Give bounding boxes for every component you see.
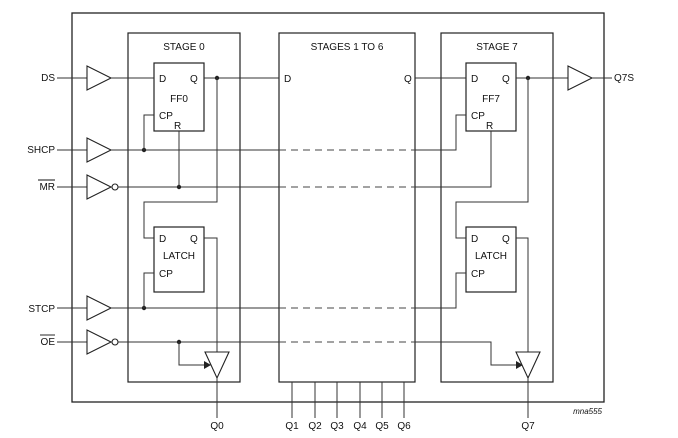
stage7-title: STAGE 7 bbox=[476, 42, 518, 53]
latch7-q-wire bbox=[516, 237, 529, 352]
input-mr-label: MR bbox=[39, 182, 55, 193]
stages-1-6-box bbox=[278, 32, 416, 383]
output-q2-label: Q2 bbox=[308, 421, 322, 432]
ff7-pin-d: D bbox=[471, 74, 478, 85]
oe-inverter-icon bbox=[86, 329, 113, 355]
ff0-block bbox=[153, 62, 205, 132]
ff0-pin-r: R bbox=[174, 121, 181, 132]
oe-to-tristate0-wire bbox=[178, 342, 204, 366]
output-q1-label: Q1 bbox=[285, 421, 299, 432]
oe-to-tristate7-wire bbox=[415, 341, 516, 366]
mr-inverter-icon bbox=[86, 174, 113, 200]
figure-id: mna555 bbox=[573, 407, 602, 416]
output-q6-label: Q6 bbox=[397, 421, 411, 432]
ff7-pin-r: R bbox=[486, 121, 493, 132]
shcp-to-ff7-cp-wire bbox=[415, 114, 466, 151]
latch0-pin-d: D bbox=[159, 234, 166, 245]
latch0-q-wire bbox=[204, 237, 218, 352]
chip-outline bbox=[71, 12, 605, 403]
oe-tristate0-arrow-icon bbox=[204, 361, 211, 369]
q7s-buffer-icon bbox=[567, 65, 594, 91]
latch7-pin-d: D bbox=[471, 234, 478, 245]
mr-to-ff7-r-wire bbox=[415, 131, 492, 188]
latch7-label: LATCH bbox=[475, 251, 507, 262]
stcp-to-latch7-cp-wire bbox=[415, 272, 466, 309]
stcp-buffer-icon bbox=[86, 295, 113, 321]
output-q4-label: Q4 bbox=[353, 421, 367, 432]
output-q3-label: Q3 bbox=[330, 421, 344, 432]
ff7-block bbox=[465, 62, 517, 132]
output-q7s-label: Q7S bbox=[614, 73, 634, 84]
ff0-label: FF0 bbox=[170, 94, 188, 105]
ff7-label: FF7 bbox=[482, 94, 500, 105]
output-q7-label: Q7 bbox=[521, 421, 535, 432]
oe-tristate7-arrow-icon bbox=[516, 361, 523, 369]
shcp-to-ff0-cp-wire bbox=[143, 114, 154, 150]
stages-1-6-title: STAGES 1 TO 6 bbox=[311, 42, 384, 53]
stages-mid-pin-q: Q bbox=[404, 74, 412, 85]
input-stcp-label: STCP bbox=[28, 304, 55, 315]
stages-mid-pin-d: D bbox=[284, 74, 291, 85]
latch0-block bbox=[153, 226, 205, 293]
output-q0-label: Q0 bbox=[210, 421, 224, 432]
output-q5-label: Q5 bbox=[375, 421, 389, 432]
ff7-pin-q: Q bbox=[502, 74, 510, 85]
ff7-q-to-latch7-wire bbox=[455, 78, 529, 239]
ff0-pin-q: Q bbox=[190, 74, 198, 85]
ff7-pin-cp: CP bbox=[471, 111, 485, 122]
ff0-pin-cp: CP bbox=[159, 111, 173, 122]
tristate7-buffer-icon bbox=[515, 351, 541, 380]
input-ds-label: DS bbox=[41, 73, 55, 84]
shcp-buffer-icon bbox=[86, 137, 113, 163]
latch7-pin-cp: CP bbox=[471, 269, 485, 280]
latch0-pin-q: Q bbox=[190, 234, 198, 245]
latch0-label: LATCH bbox=[163, 251, 195, 262]
stcp-to-latch0-cp-wire bbox=[143, 272, 154, 308]
ff0-q-to-latch0-wire bbox=[143, 78, 218, 239]
stage0-title: STAGE 0 bbox=[163, 42, 205, 53]
latch7-block bbox=[465, 226, 517, 293]
latch0-pin-cp: CP bbox=[159, 269, 173, 280]
ff0-pin-d: D bbox=[159, 74, 166, 85]
input-shcp-label: SHCP bbox=[27, 145, 55, 156]
mr-inversion-bubble-icon bbox=[111, 183, 119, 191]
tristate0-buffer-icon bbox=[204, 351, 230, 380]
ds-buffer-icon bbox=[86, 65, 113, 91]
latch7-pin-q: Q bbox=[502, 234, 510, 245]
input-oe-label: OE bbox=[41, 337, 56, 348]
oe-inversion-bubble-icon bbox=[111, 338, 119, 346]
